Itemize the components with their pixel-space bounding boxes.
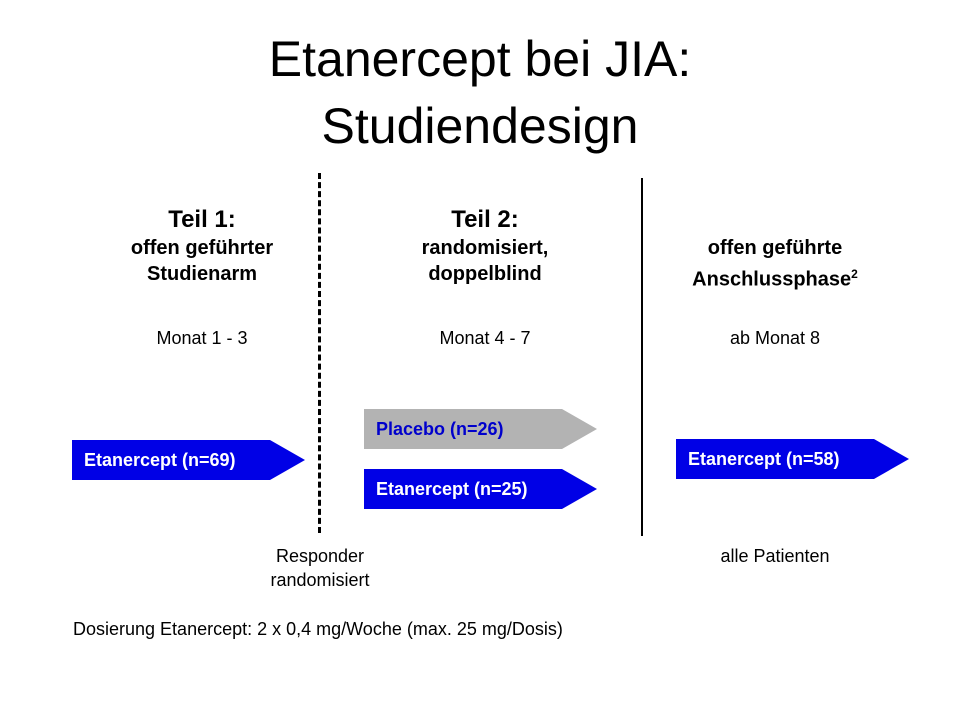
phase2-header: Teil 2: randomisiert, doppelblind xyxy=(370,205,600,287)
phase2-desc-line2: doppelblind xyxy=(428,263,542,285)
arm-etanercept-part1: Etanercept (n=69) xyxy=(72,440,305,480)
phase2-heading: Teil 2: xyxy=(451,206,519,233)
phase2-period: Monat 4 - 7 xyxy=(439,328,531,348)
phase1-heading: Teil 1: xyxy=(168,206,236,233)
responder-line2: randomisiert xyxy=(270,570,370,590)
phase3-period: ab Monat 8 xyxy=(729,328,821,348)
phase3-desc-line1: offen geführte xyxy=(707,237,843,259)
phase1-desc-line2: Studienarm xyxy=(146,263,258,285)
randomization-divider xyxy=(318,173,321,533)
phase3-header: offen geführte Anschlussphase2 xyxy=(655,235,895,293)
phase1-desc-line1: offen geführter xyxy=(130,237,274,259)
phase3-desc-line2: Anschlussphase xyxy=(692,268,852,291)
arm-etanercept-part2: Etanercept (n=25) xyxy=(364,469,597,509)
phase-divider xyxy=(641,178,643,536)
phase3-footnote: 2 xyxy=(851,267,858,281)
phase1-header: Teil 1: offen geführter Studienarm xyxy=(92,205,312,287)
slide-title-line2: Studiendesign xyxy=(321,98,639,154)
arm-placebo: Placebo (n=26) xyxy=(364,409,597,449)
arm-etanercept-part3: Etanercept (n=58) xyxy=(676,439,909,479)
phase2-desc-line1: randomisiert, xyxy=(421,237,549,259)
responder-note: Responder randomisiert xyxy=(220,544,420,592)
all-patients-note: alle Patienten xyxy=(720,546,830,566)
phase1-period: Monat 1 - 3 xyxy=(156,328,248,348)
slide-title-line1: Etanercept bei JIA: xyxy=(268,31,692,87)
dosage-footer: Dosierung Etanercept: 2 x 0,4 mg/Woche (… xyxy=(73,619,563,639)
responder-line1: Responder xyxy=(275,546,365,566)
